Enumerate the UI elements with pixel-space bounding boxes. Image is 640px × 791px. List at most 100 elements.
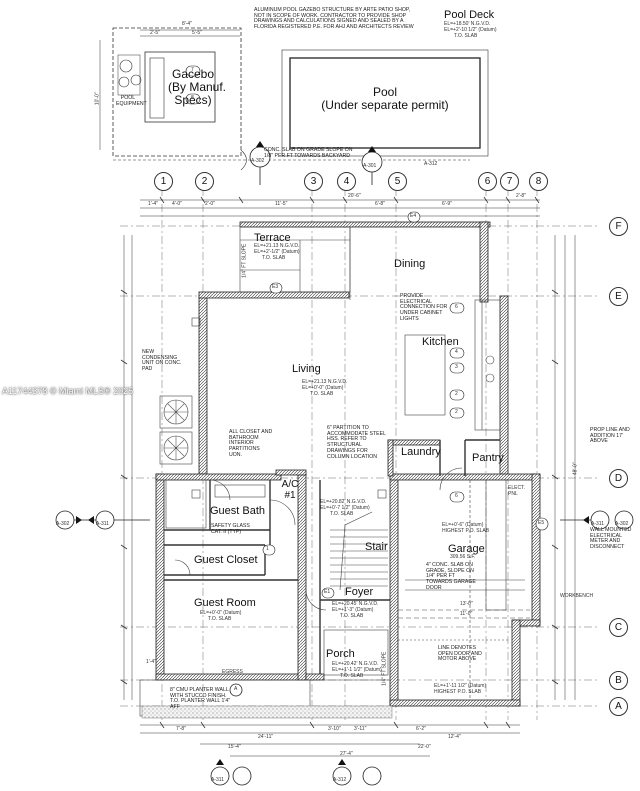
planter-note: 8" CMU PLANTER WALL WITH STUCCO FINISH. … xyxy=(170,687,231,711)
dim-1-4-side: 1'-4" xyxy=(146,659,156,665)
pool-equipment-note: POOL EQUIPMENT xyxy=(116,95,147,107)
partition-note: 6" PARTITION TO ACCOMMODATE STEEL HSS. R… xyxy=(327,425,386,460)
dim-4-0: 4'-0" xyxy=(172,201,182,207)
garage-door-note: LINE DENOTES OPEN DOOR AND MOTOR ABOVE xyxy=(438,645,482,663)
dim-10-0: 10'-0" xyxy=(94,92,101,106)
foyer-elevation-datum: EL=+1'-3" (Datum) xyxy=(332,607,374,613)
terrace-elevation-datum: EL=+2'-1/2" (Datum) xyxy=(254,249,300,255)
dim-3-11: 3'-11" xyxy=(354,726,367,732)
callout-8: 8 xyxy=(191,95,194,101)
pool-deck-elevation-datum: EL=+2'-10 1/2" (Datum) xyxy=(444,27,497,33)
ac-label: A/C #1 xyxy=(279,479,301,501)
thin-lines xyxy=(139,226,530,717)
dimension-lines xyxy=(99,29,576,757)
guest-bath-label: Guest Bath xyxy=(210,505,266,517)
callout-e3: E3 xyxy=(272,284,279,290)
workbench-note: WORKBENCH xyxy=(560,593,594,599)
closet-partitions-note: ALL CLOSET AND BATHROOM INTERIOR PARTITI… xyxy=(229,429,273,458)
pool-deck-slab: T.O. SLAB xyxy=(454,33,478,39)
dim-2-0: 2'-0" xyxy=(205,201,215,207)
pool-label-line-2: (Under separate permit) xyxy=(321,98,449,113)
terrace-label: Terrace xyxy=(254,232,291,244)
dim-3-10: 3'-10" xyxy=(328,726,341,732)
dim-2-5: 2'-5" xyxy=(150,30,160,36)
wall-meter-note: WALL MOUNTED ELECTRICAL METER AND DISCON… xyxy=(590,527,632,551)
terrace-slope: 1/4" FT SLOPE xyxy=(241,243,248,278)
callout-7: 7 xyxy=(191,67,194,73)
grid-column-4: 4 xyxy=(337,172,356,191)
ac-label-line-2: #1 xyxy=(284,490,296,501)
section-tag-a302-left: A-302 xyxy=(56,521,70,527)
garage-label: Garage xyxy=(448,543,485,555)
gacebo-label-line-2: (By Manuf. xyxy=(168,80,227,95)
callout-e5: E5 xyxy=(538,520,545,526)
dim-22-0: 22'-0" xyxy=(418,744,431,750)
garage-slab-note: 4" CONC. SLAB ON GRADE, SLOPE ON 1/4" PE… xyxy=(426,562,476,591)
conc-slab-note: CONC. SLAB ON GRADE SLOPE ON 1/8" PER FT… xyxy=(264,147,353,159)
condensing-unit-note: NEW CONDENSING UNIT ON CONC. PAD xyxy=(142,349,182,373)
dimension-ticks xyxy=(120,196,559,729)
dim-15-4: 15'-4" xyxy=(228,744,241,750)
planter-fill xyxy=(141,705,393,719)
gacebo-label-line-1: Gacebo xyxy=(171,67,215,81)
living-label: Living xyxy=(292,363,321,375)
garage-elevation: EL=+0'-6" (Datum) xyxy=(442,522,484,528)
stair-label: Stair xyxy=(365,541,388,553)
dim-2-8: 2'-8" xyxy=(516,193,526,199)
dim-24-11: 24'-11" xyxy=(258,734,274,740)
guest-room-elevation: EL=+0'-0" (Datum) xyxy=(200,610,242,616)
grid-row-E: E xyxy=(609,287,628,306)
dining-label: Dining xyxy=(394,258,426,270)
prop-line-note: PROP LINE AND ADDITION 17' ABOVE xyxy=(590,427,630,445)
grid-column-3: 3 xyxy=(304,172,323,191)
mls-watermark: A11744378 © Miami MLS® 2025 xyxy=(2,386,134,396)
living-slab: T.O. SLAB xyxy=(310,391,334,397)
dim-11-5: 11'-5" xyxy=(275,201,288,207)
egress-note: EGRESS xyxy=(222,669,243,675)
callout-4: 4 xyxy=(455,349,458,355)
foyer-slab: T.O. SLAB xyxy=(340,613,364,619)
grid-column-2: 2 xyxy=(195,172,214,191)
gacebo-label: Gacebo (By Manuf. Specs) xyxy=(168,67,227,108)
dim-7-8: 7'-8" xyxy=(176,726,186,732)
elect-panel-note: ELECT. PNL xyxy=(508,485,525,497)
callout-3: 3 xyxy=(455,364,458,370)
grid-row-B: B xyxy=(609,671,628,690)
grid-row-F: F xyxy=(609,217,628,236)
porch-elevation: EL=+20.42' N.G.V.D. xyxy=(332,661,379,667)
section-tag-a302-top: A-302 xyxy=(251,158,265,164)
section-tag-a311-bottom: A-311 xyxy=(211,777,224,783)
grid-column-6: 6 xyxy=(478,172,497,191)
porch-elevation-datum: EL=+1'-1 1/2" (Datum) xyxy=(332,667,382,673)
grid-column-8: 8 xyxy=(529,172,548,191)
porch-slab: T.O. SLAB xyxy=(340,673,364,679)
electrical-note: PROVIDE ELECTRICAL CONNECTION FOR UNDER … xyxy=(400,293,448,322)
condensing-fans xyxy=(164,400,188,460)
pool-label: Pool (Under separate permit) xyxy=(320,85,450,113)
stair-treads xyxy=(330,511,388,591)
laundry-label: Laundry xyxy=(401,446,441,458)
callout-2b: 2 xyxy=(455,409,458,415)
ac-label-line-1: A/C xyxy=(281,479,299,490)
grid-column-1: 1 xyxy=(154,172,173,191)
section-tag-a: A xyxy=(234,686,238,692)
section-tag-a301-top: A-301 xyxy=(363,163,377,169)
grid-row-A: A xyxy=(609,697,628,716)
callout-2: 2 xyxy=(455,391,458,397)
dim-6-8: 6'-8" xyxy=(375,201,385,207)
grid-row-D: D xyxy=(609,469,628,488)
section-tag-a312-bottom: A-312 xyxy=(333,777,347,783)
kitchen-label: Kitchen xyxy=(422,336,459,348)
driveway-highest-slab: HIGHEST P.O. SLAB xyxy=(434,689,482,695)
exterior-walls xyxy=(155,221,541,707)
porch-label: Porch xyxy=(326,648,355,660)
pool-deck-label: Pool Deck xyxy=(444,9,495,21)
grid-row-C: C xyxy=(609,618,628,637)
dim-5-5: 5'-5" xyxy=(192,30,202,36)
bath-elevation-datum: EL=+0'-7 1/2" (Datum) xyxy=(320,505,370,511)
dim-27-4: 27'-4" xyxy=(340,751,353,757)
section-lines xyxy=(74,167,591,521)
section-tag-a311-left: A-311 xyxy=(96,521,109,527)
garage-highest-slab: HIGHEST P.O. SLAB xyxy=(442,528,490,534)
